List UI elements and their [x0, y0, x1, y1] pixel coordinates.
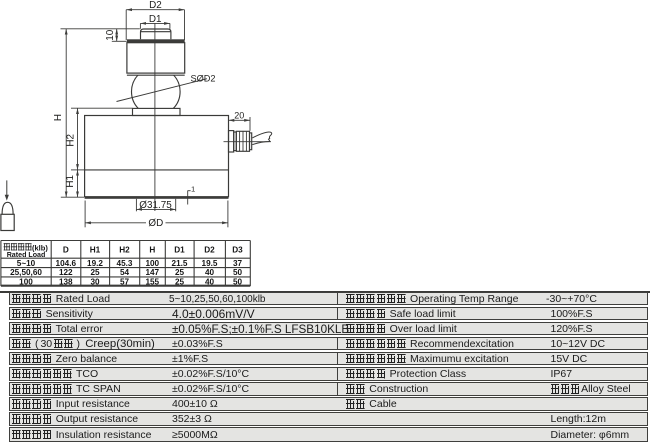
svg-text:54: 54 [120, 268, 130, 277]
svg-text:21.5: 21.5 [172, 259, 188, 268]
svg-text:122: 122 [59, 268, 73, 277]
svg-text:20: 20 [234, 110, 244, 120]
svg-text:40: 40 [205, 277, 215, 286]
svg-text:H: H [149, 245, 155, 254]
svg-text:25: 25 [90, 268, 100, 277]
svg-text:Rated Load: Rated Load [7, 251, 46, 259]
svg-text:D2: D2 [204, 245, 215, 254]
svg-text:50: 50 [233, 277, 243, 286]
svg-text:40: 40 [205, 268, 215, 277]
svg-text:25,50,60: 25,50,60 [10, 268, 42, 277]
svg-text:SØD2: SØD2 [191, 73, 216, 83]
svg-text:147: 147 [145, 268, 159, 277]
svg-text:10: 10 [105, 29, 116, 40]
svg-text:50: 50 [233, 268, 243, 277]
svg-text:H1: H1 [65, 174, 76, 187]
svg-text:57: 57 [120, 277, 130, 286]
svg-text:H: H [53, 114, 64, 121]
svg-text:D2: D2 [149, 0, 162, 11]
svg-text:D1: D1 [149, 14, 162, 25]
svg-text:30: 30 [90, 277, 100, 286]
svg-text:19.5: 19.5 [202, 259, 218, 268]
svg-text:(klb): (klb) [32, 243, 48, 252]
svg-text:5~10: 5~10 [17, 259, 36, 268]
svg-text:138: 138 [59, 277, 73, 286]
svg-text:H2: H2 [119, 245, 130, 254]
svg-text:104.6: 104.6 [56, 259, 77, 268]
svg-text:25: 25 [175, 268, 185, 277]
svg-text:25: 25 [175, 277, 185, 286]
svg-text:1: 1 [191, 184, 195, 193]
svg-text:37: 37 [233, 259, 243, 268]
svg-text:ØD: ØD [148, 218, 163, 229]
svg-text:45.3: 45.3 [117, 259, 133, 268]
svg-text:100: 100 [145, 259, 159, 268]
svg-text:Ø31.75: Ø31.75 [139, 200, 172, 211]
svg-text:100: 100 [19, 277, 33, 286]
svg-text:D3: D3 [232, 245, 243, 254]
svg-text:155: 155 [145, 277, 159, 286]
svg-text:D: D [63, 245, 69, 254]
svg-text:H1: H1 [90, 245, 101, 254]
svg-text:H2: H2 [66, 134, 77, 147]
svg-text:19.2: 19.2 [87, 259, 103, 268]
svg-text:D1: D1 [174, 245, 185, 254]
